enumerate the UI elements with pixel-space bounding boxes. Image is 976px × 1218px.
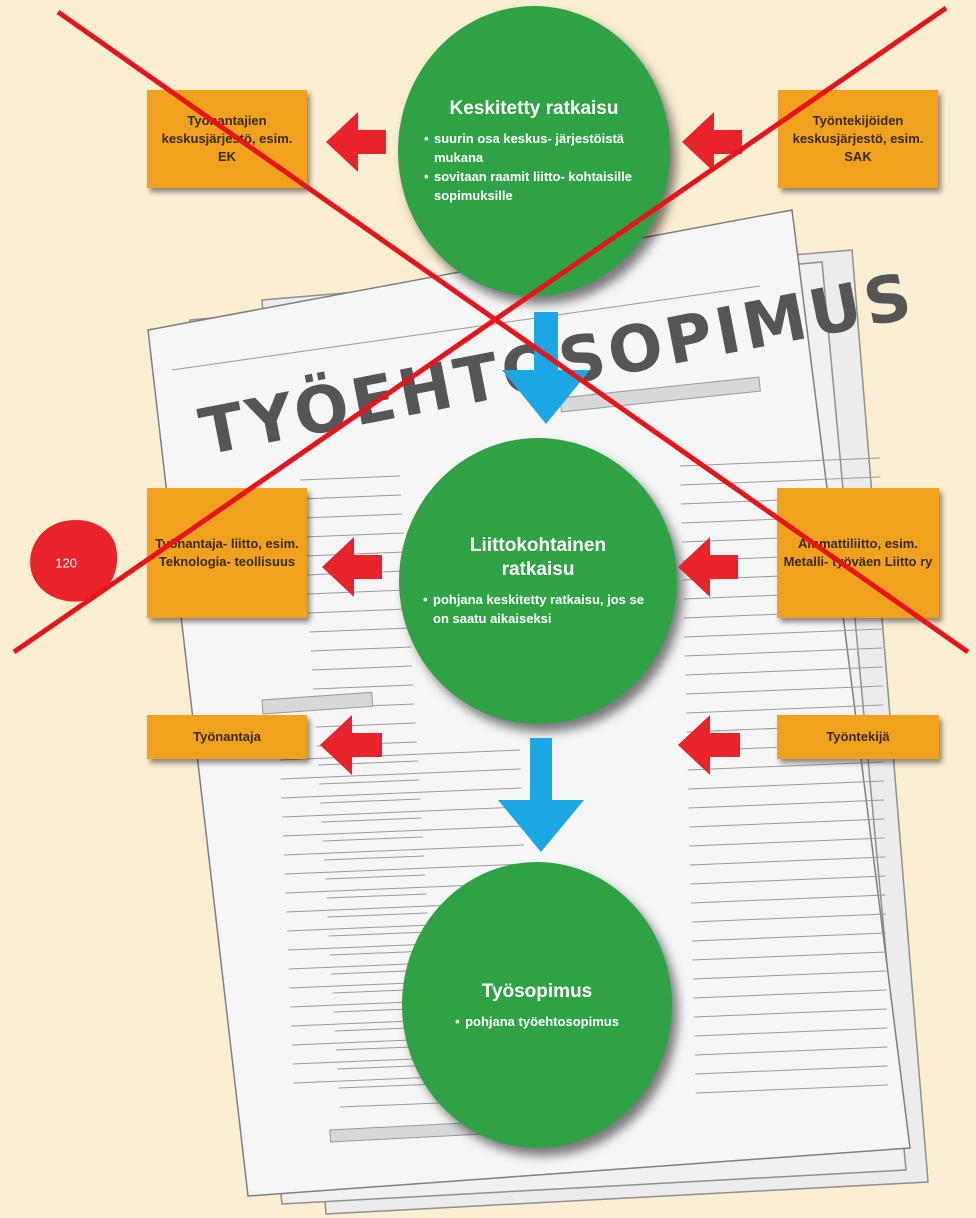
trade-union-box: Ammattiliitto, esim. Metalli- työväen Li… bbox=[777, 488, 939, 618]
ruled-line bbox=[690, 856, 886, 866]
ruled-line bbox=[684, 647, 883, 657]
ruled-line bbox=[326, 893, 427, 899]
ruled-line bbox=[327, 912, 428, 918]
ruled-line bbox=[692, 951, 887, 961]
employee-label: Työntekijä bbox=[826, 729, 890, 744]
arrow-down-icon bbox=[498, 738, 584, 852]
ruled-line bbox=[308, 608, 409, 614]
ruled-line bbox=[691, 913, 886, 923]
ruled-line bbox=[281, 787, 522, 799]
sector-solution-circle: Liittokohtainen ratkaisu pohjana keskite… bbox=[399, 438, 677, 724]
ruled-line bbox=[691, 932, 887, 942]
employee-confederation-label: Työntekijöiden keskusjärjestö, esim. SAK bbox=[792, 113, 924, 164]
trade-union-label: Ammattiliitto, esim. Metalli- työväen Li… bbox=[783, 536, 933, 569]
ruled-line bbox=[315, 722, 416, 728]
employment-contract-circle: Työsopimus pohjana työehtosopimus bbox=[402, 862, 672, 1148]
ruled-line bbox=[323, 855, 425, 861]
employment-contract-title: Työsopimus bbox=[481, 980, 593, 1002]
arrow-left-icon bbox=[322, 537, 382, 597]
ruled-line bbox=[302, 513, 403, 519]
ruled-line bbox=[283, 825, 524, 837]
ruled-line bbox=[685, 685, 883, 695]
ruled-line bbox=[303, 532, 404, 538]
ruled-line bbox=[322, 836, 423, 842]
ruled-line bbox=[313, 684, 414, 690]
employer-label: Työnantaja bbox=[193, 729, 261, 744]
bullet-item: suurin osa keskus- järjestöistä mukana bbox=[424, 129, 644, 167]
ruled-line bbox=[338, 1083, 439, 1089]
ruled-line bbox=[320, 798, 421, 804]
ruled-line bbox=[684, 628, 883, 638]
gray-field-1 bbox=[261, 691, 374, 715]
bullet-item: pohjana keskitetty ratkaisu, jos se on s… bbox=[423, 590, 653, 628]
arrow-right-icon bbox=[678, 537, 738, 597]
ruled-line bbox=[283, 844, 525, 856]
ruled-line bbox=[284, 863, 525, 875]
employer-confederation-box: Työnantajien keskusjärjestö, esim. EK bbox=[147, 90, 307, 188]
arrow-left-icon bbox=[326, 112, 386, 172]
ruled-line bbox=[328, 931, 429, 937]
employer-union-label: Työnantaja- liitto, esim. Teknologia- te… bbox=[155, 536, 299, 569]
arrow-right-icon bbox=[678, 715, 740, 775]
ruled-line bbox=[688, 799, 885, 809]
centralized-solution-title: Keskitetty ratkaisu bbox=[449, 98, 619, 119]
ruled-line bbox=[321, 817, 422, 823]
employer-union-box: Työnantaja- liitto, esim. Teknologia- te… bbox=[147, 488, 307, 618]
ruled-line bbox=[695, 1065, 888, 1075]
ruled-line bbox=[691, 894, 886, 904]
ruled-line bbox=[310, 646, 411, 652]
ruled-line bbox=[279, 749, 521, 761]
ruled-line bbox=[282, 806, 523, 818]
sector-solution-bullets: pohjana keskitetty ratkaisu, jos se on s… bbox=[423, 590, 653, 628]
bullet-item: pohjana työehtosopimus bbox=[455, 1012, 619, 1031]
arrow-left-icon bbox=[320, 715, 382, 775]
ruled-line bbox=[688, 780, 885, 790]
ruled-line bbox=[689, 818, 885, 828]
ruled-line bbox=[690, 875, 886, 885]
ruled-line bbox=[692, 970, 887, 980]
ruled-line bbox=[317, 760, 419, 766]
ruled-line bbox=[339, 1102, 440, 1108]
ruled-line bbox=[694, 1027, 888, 1037]
arrow-right-icon bbox=[682, 112, 742, 172]
ruled-line bbox=[693, 989, 887, 999]
ruled-line bbox=[307, 589, 408, 595]
centralized-solution-circle: Keskitetty ratkaisu suurin osa keskus- j… bbox=[398, 6, 670, 296]
employee-box: Työntekijä bbox=[777, 715, 939, 759]
ruled-line bbox=[689, 837, 885, 847]
ruled-line bbox=[685, 666, 883, 676]
ruled-line bbox=[695, 1084, 888, 1094]
ruled-line bbox=[694, 1046, 888, 1056]
ruled-line bbox=[299, 475, 401, 481]
ruled-line bbox=[319, 779, 420, 785]
ruled-line bbox=[679, 457, 881, 467]
bullet-item: sovitaan raamit liitto- kohtaisille sopi… bbox=[424, 167, 644, 205]
ruled-line bbox=[311, 665, 413, 671]
ruled-line bbox=[686, 704, 884, 714]
centralized-solution-bullets: suurin osa keskus- järjestöistä mukana s… bbox=[424, 129, 644, 205]
ruled-line bbox=[325, 874, 426, 880]
ruled-line bbox=[687, 761, 884, 771]
ruled-line bbox=[280, 768, 521, 780]
sector-solution-title: Liittokohtainen ratkaisu bbox=[469, 535, 607, 580]
employer-box: Työnantaja bbox=[147, 715, 307, 759]
ruled-line bbox=[309, 627, 410, 633]
ruled-line bbox=[680, 476, 881, 486]
ruled-line bbox=[171, 285, 761, 371]
employment-contract-bullets: pohjana työehtosopimus bbox=[455, 1012, 619, 1031]
ruled-line bbox=[301, 494, 402, 500]
cross-line-2 bbox=[12, 5, 948, 655]
ruled-line bbox=[693, 1008, 887, 1018]
arrow-down-icon bbox=[502, 312, 590, 424]
cross-line-1 bbox=[56, 9, 970, 655]
ruled-line bbox=[304, 551, 405, 557]
